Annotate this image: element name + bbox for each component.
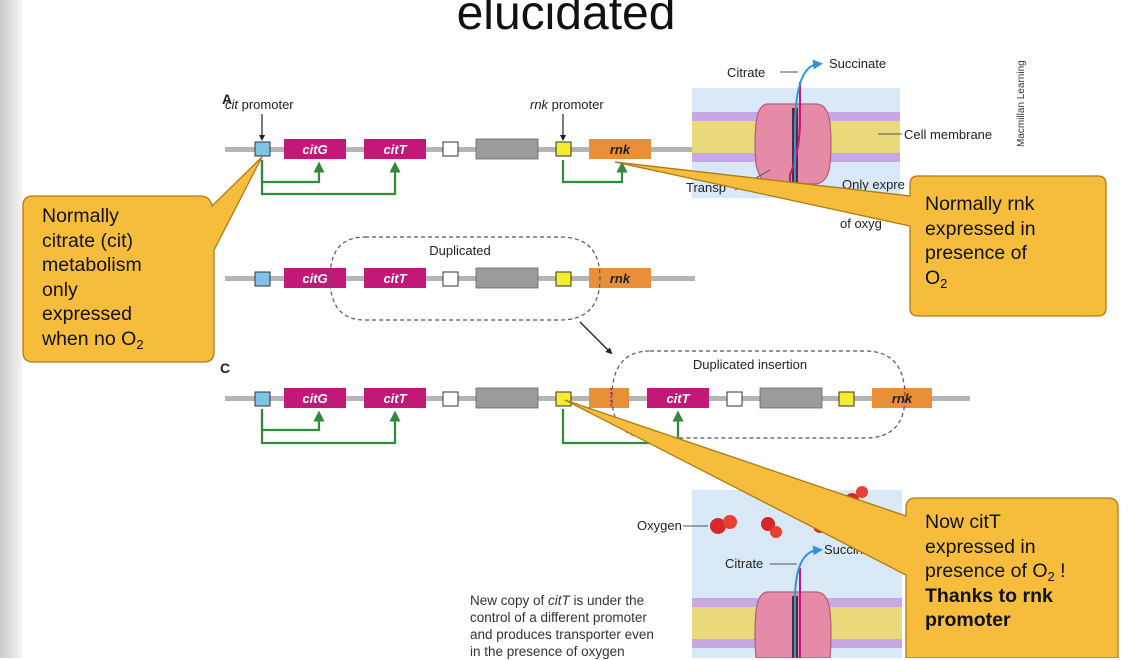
panel-c-label: C <box>220 360 230 376</box>
gene-citt <box>364 139 426 159</box>
panel-c: C citG citT citT rnk Duplicated insertio… <box>220 350 970 445</box>
gene-citg <box>284 139 346 159</box>
callout-left-line-5: expressed <box>42 303 132 325</box>
figure-caption: New copy of citT is under the control of… <box>470 592 654 660</box>
callout-left-line-2: citrate (cit) <box>42 229 134 252</box>
duplicated-region <box>329 236 601 321</box>
callout-rt-line-3: presence of <box>925 242 1027 264</box>
gene-citt-b-label: citT <box>383 271 407 286</box>
callout-rb-line-5: promoter <box>925 609 1011 631</box>
panel-b: citG citT rnk Duplicated <box>225 236 695 355</box>
callout-right-bottom-shape <box>564 399 1119 658</box>
gene-rnk-b-label: rnk <box>610 271 631 286</box>
caption-line-4: in the presence of oxygen <box>470 644 625 659</box>
panel-a-label: A <box>222 91 232 107</box>
of-oxy-label: of oxyg <box>840 216 882 231</box>
small-gene <box>442 141 459 157</box>
callout-left-line-4: only <box>42 278 78 301</box>
caption-line-2: control of a different promoter <box>470 610 647 625</box>
callout-left-line-6: when no O2 <box>42 327 144 352</box>
callout-right-top-text: Normally rnk expressed in presence of O2 <box>925 192 1036 290</box>
rnk-promoter-label: rnk promoter <box>530 97 604 112</box>
cit-promoter-label: cit promoter <box>225 97 294 112</box>
gene-citg-b-label: citG <box>302 271 327 286</box>
callout-rt-line-1: Normally rnk <box>925 193 1035 215</box>
oxygen-label: Oxygen <box>637 518 682 533</box>
gene-citt-c-label: citT <box>383 391 407 406</box>
gene-rnk-label: rnk <box>610 142 631 157</box>
callout-rb-line-4: Thanks to rnk <box>925 584 1053 607</box>
rnk-promoter <box>555 141 572 157</box>
caption-line-3: and produces transporter even <box>470 627 654 642</box>
gene-citg-label: citG <box>302 142 327 157</box>
callout-rb-line-3: presence of O2 ! <box>925 560 1066 584</box>
only-expressed-label: Only expre <box>842 177 905 192</box>
callout-left-line-3: metabolism <box>42 254 142 276</box>
callout-left-shape <box>22 156 263 363</box>
gene-citg-c-label: citG <box>302 391 327 406</box>
panel-a: A cit promoter rnk promoter citG citT rn… <box>222 91 695 196</box>
succinate-top-label: Succinate <box>829 56 886 71</box>
slide-title: elucidated <box>456 0 676 40</box>
duplicated-insertion-region <box>611 350 906 439</box>
chromosome-a <box>225 147 695 152</box>
callout-left-text: Normally citrate (cit) metabolism only e… <box>42 204 144 351</box>
callout-right-top-shape <box>614 161 1107 317</box>
chromosome-b <box>225 276 695 281</box>
transcript-arrow-citg <box>260 160 325 184</box>
callout-rb-line-2: expressed in <box>925 535 1036 558</box>
membrane-inset-top: Citrate Succinate Cell membrane Macmilla… <box>686 56 1027 231</box>
gene-rnk <box>589 139 651 159</box>
gene-rnk-c-label: rnk <box>892 391 913 406</box>
citrate-top-label: Citrate <box>727 65 765 80</box>
callout-rt-line-4: O2 <box>925 266 948 291</box>
cell-membrane-label: Cell membrane <box>904 127 992 142</box>
callout-left-line-1: Normally <box>42 205 119 227</box>
callout-rt-line-2: expressed in <box>925 217 1036 240</box>
gene-citt-insert-label: citT <box>666 391 690 406</box>
callout-right-bottom-text: Now citT expressed in presence of O2 ! T… <box>925 510 1066 633</box>
gray-gene <box>475 138 539 160</box>
transcript-arrow-citt <box>260 160 401 196</box>
duplicated-label: Duplicated <box>429 243 490 258</box>
slide-edge-shadow <box>0 0 22 658</box>
cit-promoter <box>254 141 271 157</box>
transcript-arrow-rnk <box>561 160 628 184</box>
duplicated-insertion-label: Duplicated insertion <box>693 357 807 372</box>
caption-line-1: New copy of citT is under the <box>470 593 645 608</box>
callout-rb-line-1: Now citT <box>925 511 1001 533</box>
citrate-bottom-label: Citrate <box>725 556 763 571</box>
credit-label: Macmillan Learning <box>1016 60 1027 147</box>
gene-citt-label: citT <box>383 142 407 157</box>
